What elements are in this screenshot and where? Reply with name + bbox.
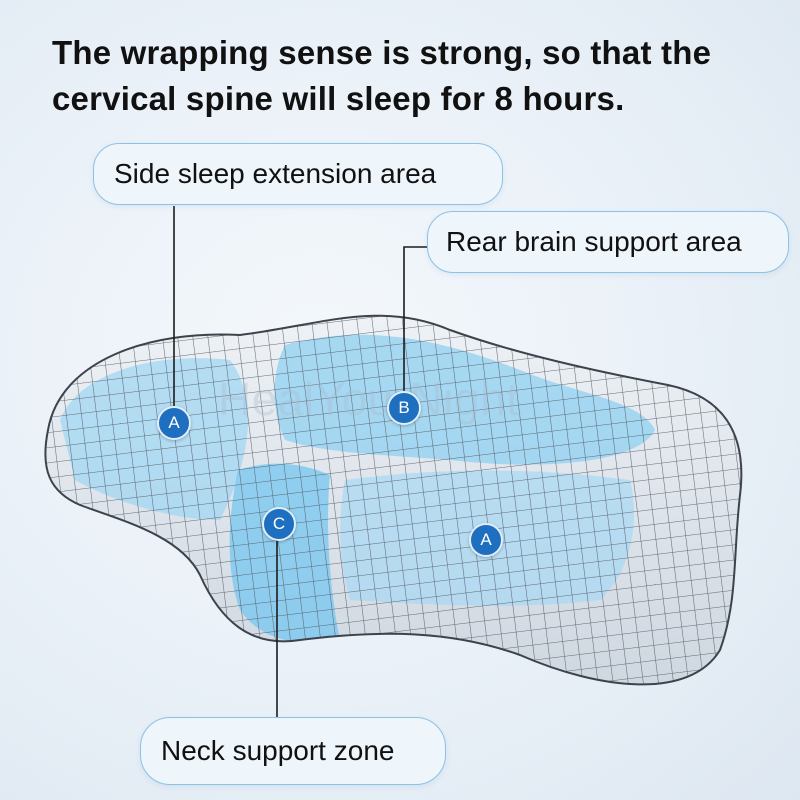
headline-line-1: The wrapping sense is strong, so that th… — [52, 34, 712, 71]
callout-rear-brain-support-area: Rear brain support area — [427, 211, 789, 273]
callout-side-sleep-extension-area: Side sleep extension area — [93, 143, 503, 205]
callout-side-sleep-label: Side sleep extension area — [114, 158, 437, 189]
headline-line-2: cervical spine will sleep for 8 hours. — [52, 80, 625, 117]
headline: The wrapping sense is strong, so that th… — [52, 30, 782, 122]
callout-rear-brain-label: Rear brain support area — [446, 226, 742, 257]
marker-a-left: A — [157, 406, 191, 440]
marker-b: B — [387, 391, 421, 425]
watermark: HealYourNight — [218, 373, 520, 425]
callout-neck-label: Neck support zone — [161, 735, 395, 766]
marker-c: C — [262, 507, 296, 541]
leader-lines — [173, 206, 427, 717]
pillow-outline — [44, 314, 743, 686]
marker-a-right: A — [469, 523, 503, 557]
callout-neck-support-zone: Neck support zone — [140, 717, 446, 785]
